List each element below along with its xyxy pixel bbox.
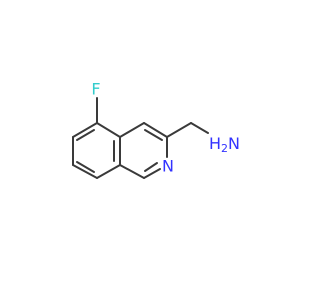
bond-c4-c3-inner	[144, 129, 163, 141]
bond-ch2-nh2	[190, 122, 209, 134]
bond-n2-c1-inner	[144, 162, 158, 172]
bond-c5-c6-inner	[76, 129, 95, 141]
bond-c5-c6	[72, 122, 98, 138]
bond-lines	[72, 97, 209, 179]
bond-c7-c8-inner	[76, 161, 95, 173]
bond-c4-c3	[143, 122, 168, 138]
ring-nitrogen-label: N	[162, 157, 174, 176]
structure-drawing: F N H2N	[72, 80, 240, 179]
amine-hydrogen-count: 2	[221, 142, 228, 155]
amine-nitrogen-symbol: N	[228, 134, 240, 153]
bond-c5-c4a	[96, 122, 121, 138]
bond-c1-c8a	[119, 164, 145, 179]
bond-c4a-c4	[119, 122, 145, 138]
amine-group-label: H2N	[209, 134, 240, 155]
bond-n2-c1	[143, 168, 161, 179]
amine-hydrogen-symbol: H	[209, 134, 221, 153]
fluorine-atom-label: F	[91, 80, 100, 99]
bond-c8-c8a	[96, 164, 121, 179]
bond-c3-ch2	[166, 122, 192, 138]
bond-c7-c8	[72, 164, 98, 179]
